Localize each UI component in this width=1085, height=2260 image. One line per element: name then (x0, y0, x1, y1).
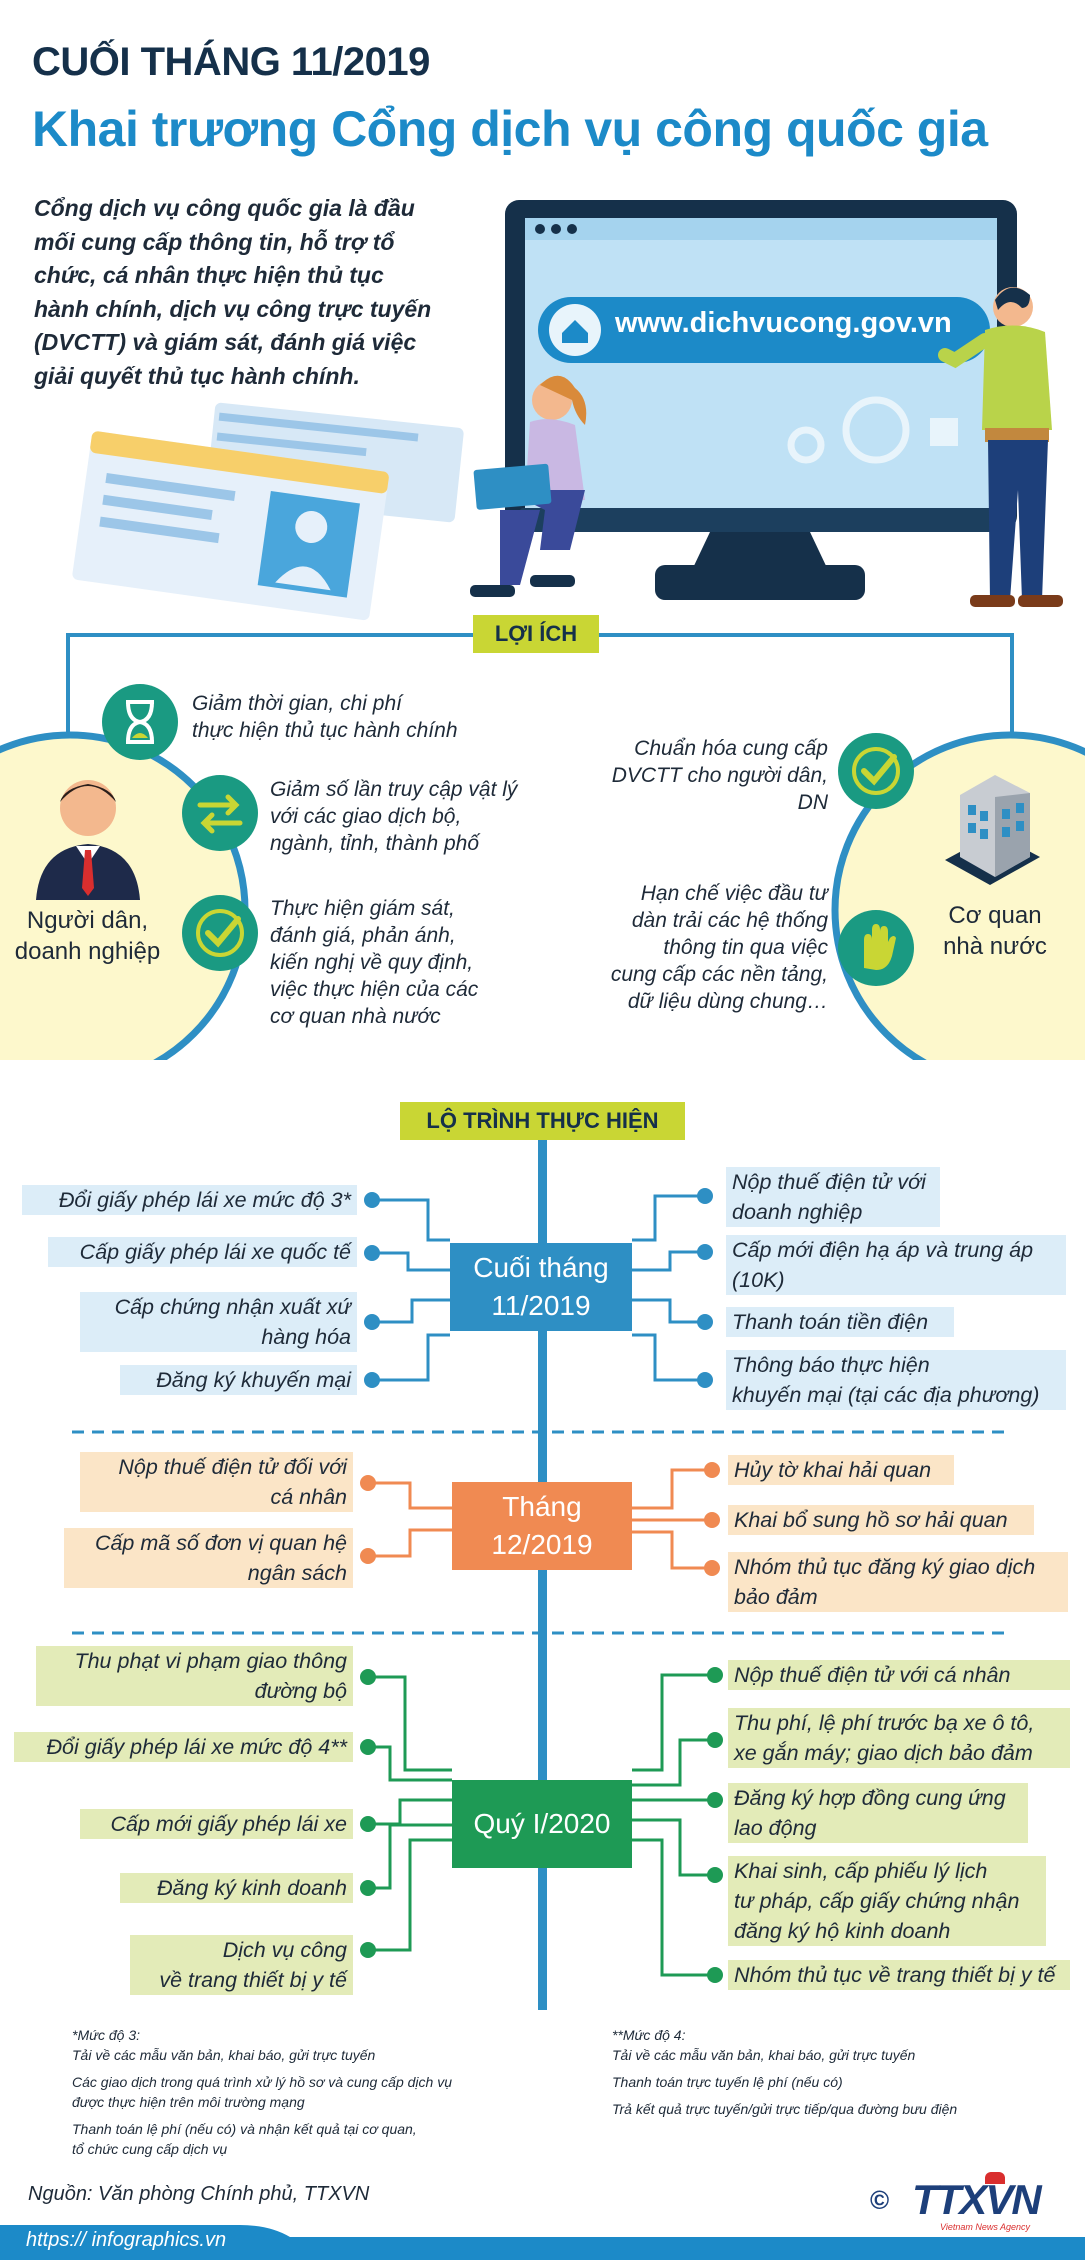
stage3-left-item-1: Thu phạt vi phạm giao thông đường bộ (36, 1646, 353, 1706)
benefit-right-1: Chuẩn hóa cung cấp DVCTT cho người dân, … (611, 737, 828, 814)
stage2-right-item-1: Hủy tờ khai hải quan (728, 1455, 954, 1485)
stage1-left-item-1: Đổi giấy phép lái xe mức độ 3* (22, 1185, 357, 1215)
hourglass-icon (102, 684, 178, 760)
ttxvn-logo-subtitle: Vietnam News Agency (940, 2222, 1031, 2232)
ttxvn-logo: TTXVN (912, 2176, 1042, 2223)
man-presenter-figure (938, 287, 1063, 607)
roadmap-tag: LỘ TRÌNH THỰC HIỆN (400, 1102, 685, 1140)
businessman-avatar-icon (36, 780, 140, 900)
intro-paragraph: Cổng dịch vụ công quốc gia là đầu mối cu… (34, 195, 432, 389)
stage2-left-item-2: Cấp mã số đơn vị quan hệ ngân sách (64, 1528, 353, 1588)
stage2-right-item-3: Nhóm thủ tục đăng ký giao dịch bảo đảm (728, 1552, 1068, 1612)
page-supertitle: CUỐI THÁNG 11/2019 (32, 40, 430, 84)
stage-q1-2020-box: Quý I/2020 (452, 1780, 632, 1868)
check-icon (838, 733, 914, 809)
stage3-left-item-5: Dịch vụ công về trang thiết bị y tế (130, 1935, 353, 1995)
stage3-right-item-3: Đăng ký hợp đồng cung ứng lao động (728, 1783, 1028, 1843)
exchange-arrows-icon (182, 775, 258, 851)
state-label: Cơ quan nhà nước (943, 902, 1047, 960)
woman-with-laptop-figure (470, 375, 587, 597)
stage1-right-item-4: Thông báo thực hiện khuyến mại (tại các … (726, 1350, 1066, 1410)
stage1-right-item-1: Nộp thuế điện tử với doanh nghiệp (726, 1167, 940, 1227)
benefit-left-1: Giảm thời gian, chi phí thực hiện thủ tụ… (192, 692, 458, 742)
office-building-icon (945, 775, 1040, 885)
stage-dec-2019-box: Tháng 12/2019 (452, 1482, 632, 1570)
benefit-left-2: Giảm số lần truy cập vật lý với các giao… (270, 778, 518, 855)
hero-illustration (72, 200, 1063, 621)
stage-nov-2019-box: Cuối tháng 11/2019 (450, 1243, 632, 1331)
citizens-label: Người dân, doanh nghiệp (14, 907, 161, 965)
stage3-left-item-4: Đăng ký kinh doanh (120, 1873, 353, 1903)
logo-accent-icon (985, 2172, 1005, 2184)
stage2-left-item-1: Nộp thuế điện tử đối với cá nhân (80, 1452, 353, 1512)
footer-wave (0, 2225, 1085, 2260)
stage3-left-item-3: Cấp mới giấy phép lái xe (80, 1809, 353, 1839)
level3-notes: *Mức độ 3: Tải về các mẫu văn bản, khai … (72, 2027, 452, 2157)
home-icon (562, 320, 588, 343)
source-credit: Nguồn: Văn phòng Chính phủ, TTXVN (28, 2183, 370, 2205)
stage1-right-item-2: Cấp mới điện hạ áp và trung áp (10K) (726, 1235, 1066, 1295)
check-icon (182, 895, 258, 971)
level4-notes: **Mức độ 4: Tải về các mẫu văn bản, khai… (612, 2027, 958, 2117)
stage3-right-item-4: Khai sinh, cấp phiếu lý lịch tư pháp, cấ… (728, 1856, 1046, 1946)
stage3-left-item-2: Đổi giấy phép lái xe mức độ 4** (14, 1732, 353, 1762)
url-bar[interactable] (538, 297, 990, 363)
id-card-icon (72, 431, 389, 621)
benefits-tag: LỢI ÍCH (473, 615, 599, 653)
copyright-icon: © (870, 2185, 890, 2215)
stage3-right-item-2: Thu phí, lệ phí trước bạ xe ô tô, xe gắn… (728, 1708, 1070, 1768)
footer-bar: https:// infographics.vn (0, 2225, 1085, 2260)
stage1-left-item-4: Đăng ký khuyến mại (120, 1365, 357, 1395)
stage2-right-item-2: Khai bổ sung hồ sơ hải quan (728, 1505, 1034, 1535)
stage3-right-item-1: Nộp thuế điện tử với cá nhân (728, 1660, 1070, 1690)
roadmap-connectors (72, 1140, 1012, 2010)
stop-hand-icon (838, 910, 914, 986)
url-text[interactable]: www.dichvucong.gov.vn (615, 307, 952, 339)
site-link[interactable]: https:// infographics.vn (26, 2229, 227, 2251)
stage1-left-item-2: Cấp giấy phép lái xe quốc tế (48, 1237, 357, 1267)
page-title: Khai trương Cổng dịch vụ công quốc gia (32, 101, 988, 157)
benefit-right-2: Hạn chế việc đầu tư dàn trải các hệ thốn… (610, 882, 828, 1013)
stage3-right-item-5: Nhóm thủ tục về trang thiết bị y tế (728, 1960, 1070, 1990)
stage1-right-item-3: Thanh toán tiền điện (726, 1307, 954, 1337)
stage1-left-item-3: Cấp chứng nhận xuất xứ hàng hóa (80, 1292, 357, 1352)
benefit-left-3: Thực hiện giám sát, đánh giá, phản ánh, … (270, 897, 479, 1028)
